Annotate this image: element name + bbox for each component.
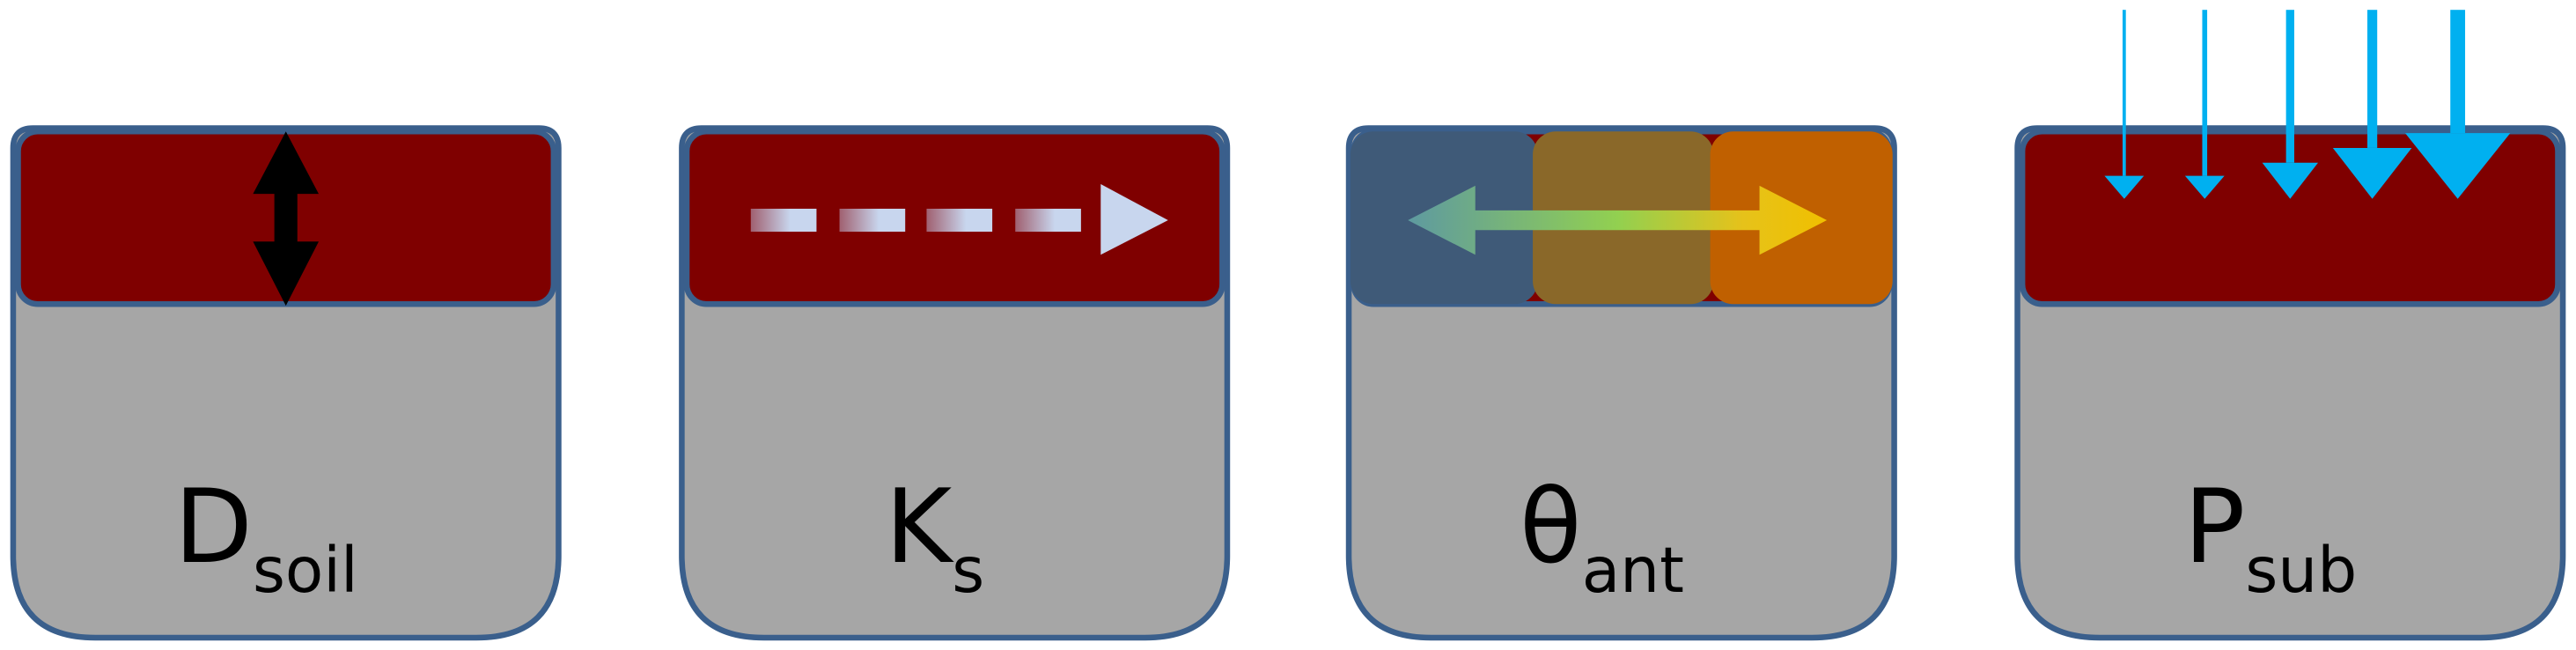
panel-2: Ks [679, 125, 1231, 641]
arrow-dash [750, 208, 817, 233]
parameter-label: θant [1520, 469, 1684, 607]
parameter-subscript: soil [253, 534, 358, 607]
rain-arrow-shaft [2285, 10, 2294, 163]
rain-arrow-head [2104, 175, 2145, 199]
parameter-label: Dsoil [174, 469, 358, 607]
rain-arrow-head [2184, 175, 2225, 199]
panel-4: Psub [2014, 10, 2566, 641]
rain-arrow-shaft [2122, 10, 2126, 176]
parameter-symbol: K [885, 469, 954, 587]
double-vertical-arrow-icon [253, 131, 320, 307]
parameter-subscript: sub [2245, 534, 2357, 607]
rain-arrow-shaft [2202, 10, 2208, 176]
rain-arrow-head [2332, 147, 2412, 199]
rain-arrow-shaft [2367, 10, 2378, 148]
parameter-label: Ks [885, 469, 984, 607]
parameter-symbol: D [174, 469, 253, 587]
parameter-subscript: s [952, 534, 984, 607]
parameter-label: Psub [2184, 469, 2358, 607]
parameter-symbol: θ [1520, 469, 1582, 587]
arrow-dash [926, 208, 993, 233]
rain-arrow-head [2404, 133, 2511, 199]
parameter-symbol: P [2184, 469, 2246, 587]
downward-arrows-icon [2104, 10, 2511, 199]
panel-1: Dsoil [10, 125, 562, 641]
rain-arrow-head [2262, 162, 2319, 199]
double-horizontal-arrow-icon [1408, 185, 1828, 255]
double-arrow-shape [253, 131, 320, 307]
arrow-dash [1015, 208, 1081, 233]
double-arrow-shape [1408, 185, 1828, 255]
arrow-head [1100, 183, 1168, 255]
rain-arrow-shaft [2450, 10, 2466, 134]
panel-3: θant [1345, 125, 1897, 641]
parameter-subscript: ant [1582, 534, 1684, 607]
arrow-dash [839, 208, 906, 233]
dashed-right-arrow-icon [750, 183, 1168, 255]
